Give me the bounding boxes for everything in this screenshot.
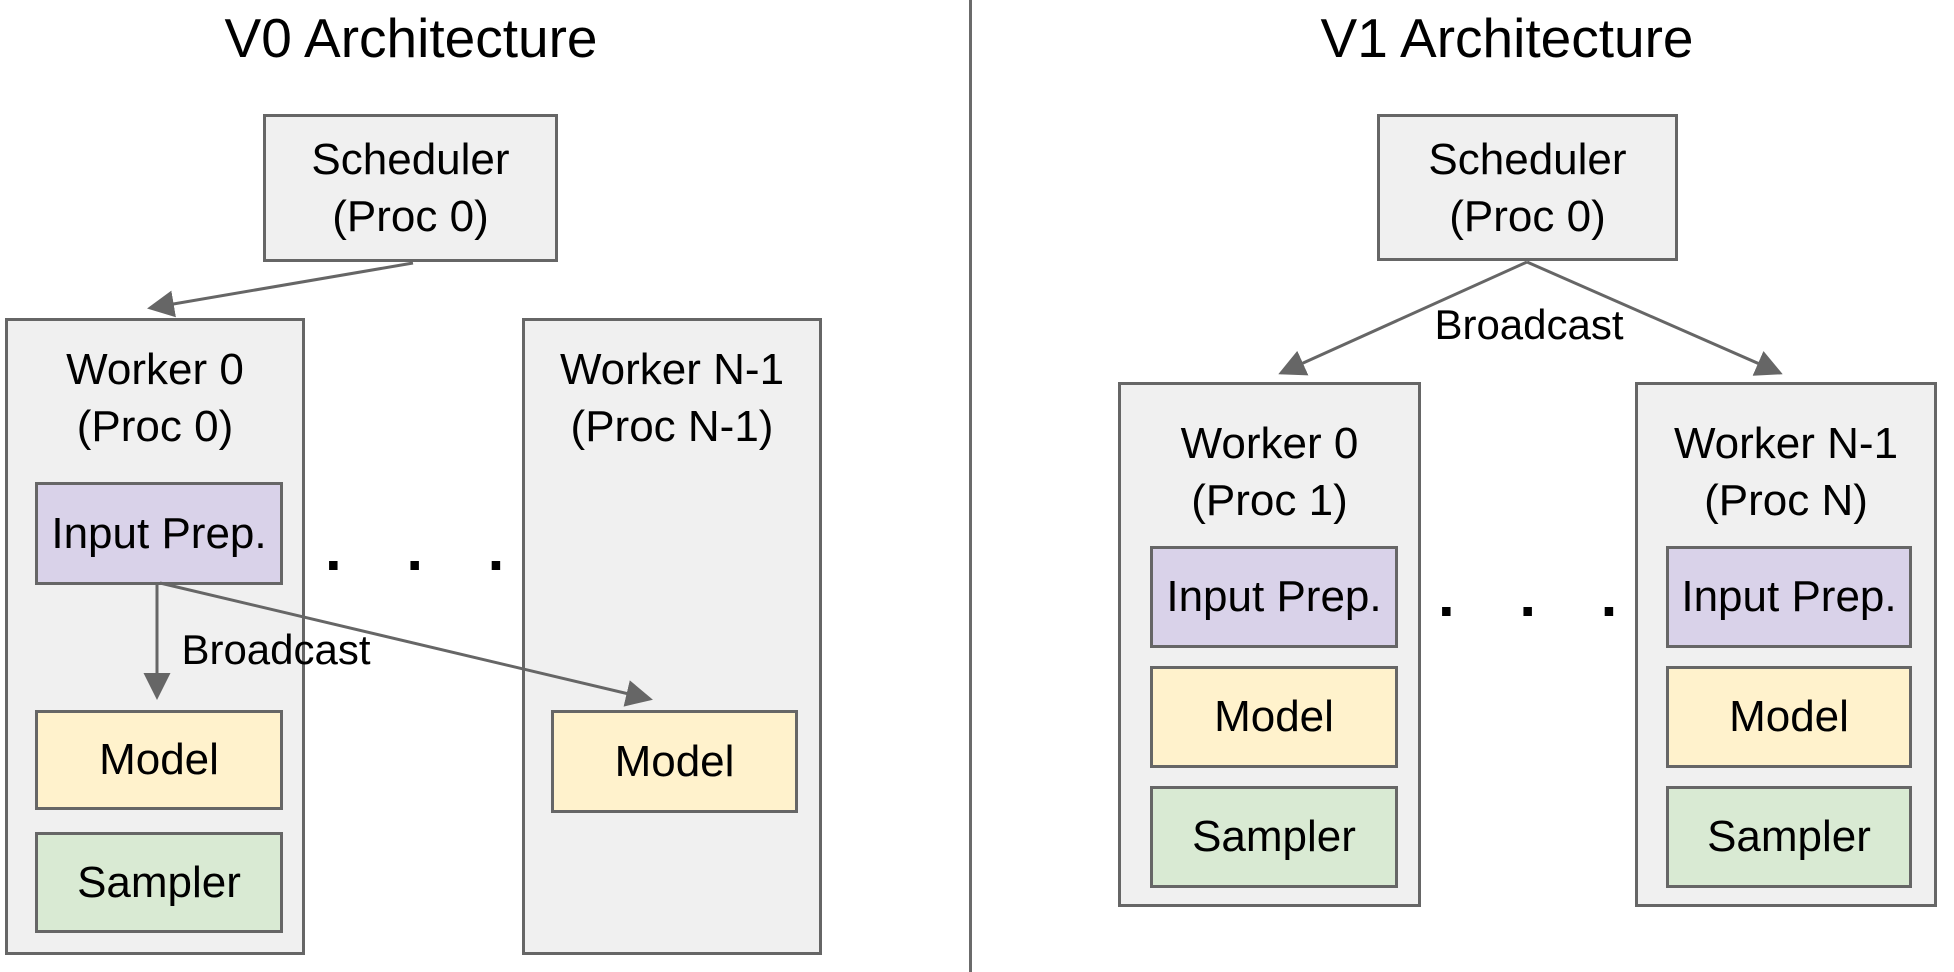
v1-workerN-input-prep-label: Input Prep. [1681, 572, 1897, 621]
v1-workerN-model-box: Model [1666, 666, 1912, 768]
v0-workerN-model-label: Model [614, 736, 735, 786]
v0-worker0-model-box: Model [35, 710, 283, 810]
v0-worker0-label: Worker 0 (Proc 0) [8, 341, 302, 455]
v1-scheduler-box: Scheduler (Proc 0) [1377, 114, 1678, 261]
v1-title: V1 Architecture [1320, 7, 1694, 69]
v0-workerN-line2: (Proc N-1) [570, 402, 774, 451]
v0-workerN-model-box: Model [551, 710, 798, 813]
v1-scheduler-line2: (Proc 0) [1449, 191, 1606, 241]
v0-ellipsis: . . . [325, 516, 529, 583]
v0-worker0-input-prep-box: Input Prep. [35, 482, 283, 585]
v0-worker0-input-prep-label: Input Prep. [51, 508, 267, 558]
v1-scheduler-line1: Scheduler [1428, 134, 1627, 184]
v0-title: V0 Architecture [224, 7, 598, 69]
v1-workerN-input-prep-box: Input Prep. [1666, 546, 1912, 648]
v1-worker0-input-prep-box: Input Prep. [1150, 546, 1398, 648]
v1-worker0-line1: Worker 0 [1180, 419, 1359, 468]
v1-workerN-sampler-label: Sampler [1707, 812, 1871, 861]
v0-worker0-line1: Worker 0 [66, 345, 244, 394]
v1-broadcast-label: Broadcast [1434, 301, 1624, 348]
v0-scheduler-line2: (Proc 0) [332, 192, 489, 241]
v0-scheduler-label: Scheduler (Proc 0) [266, 117, 555, 259]
v1-workerN-label: Worker N-1 (Proc N) [1638, 415, 1934, 529]
v1-workerN-model-label: Model [1729, 692, 1849, 741]
v1-workerN-box: Worker N-1 (Proc N) Input Prep. Model Sa… [1635, 382, 1937, 907]
v0-broadcast-label: Broadcast [181, 626, 371, 673]
v0-workerN-line1: Worker N-1 [559, 345, 785, 394]
v1-worker0-input-prep-label: Input Prep. [1166, 572, 1382, 621]
v1-workerN-line1: Worker N-1 [1673, 419, 1899, 468]
v1-worker0-sampler-label: Sampler [1192, 812, 1356, 861]
v1-worker0-sampler-box: Sampler [1150, 786, 1398, 888]
v1-worker0-model-label: Model [1214, 692, 1334, 741]
v1-worker0-line2: (Proc 1) [1191, 476, 1348, 525]
v0-scheduler-line1: Scheduler [311, 135, 510, 184]
v1-scheduler-label: Scheduler (Proc 0) [1380, 117, 1675, 258]
v1-worker0-model-box: Model [1150, 666, 1398, 768]
v0-workerN-box: Worker N-1 (Proc N-1) Model [522, 318, 822, 955]
v1-workerN-line2: (Proc N) [1704, 476, 1868, 525]
v0-worker0-line2: (Proc 0) [76, 402, 234, 451]
v1-worker0-box: Worker 0 (Proc 1) Input Prep. Model Samp… [1118, 382, 1421, 907]
v0-arrow-scheduler-to-worker0 [147, 261, 414, 318]
vertical-divider [969, 0, 972, 972]
v1-ellipsis: . . . [1438, 562, 1642, 629]
v0-workerN-label: Worker N-1 (Proc N-1) [525, 341, 819, 455]
v0-worker0-sampler-box: Sampler [35, 832, 283, 933]
v1-workerN-sampler-box: Sampler [1666, 786, 1912, 888]
v0-worker0-sampler-label: Sampler [77, 857, 241, 907]
v1-worker0-label: Worker 0 (Proc 1) [1121, 415, 1418, 529]
v0-scheduler-box: Scheduler (Proc 0) [263, 114, 558, 262]
v0-worker0-model-label: Model [99, 735, 219, 784]
